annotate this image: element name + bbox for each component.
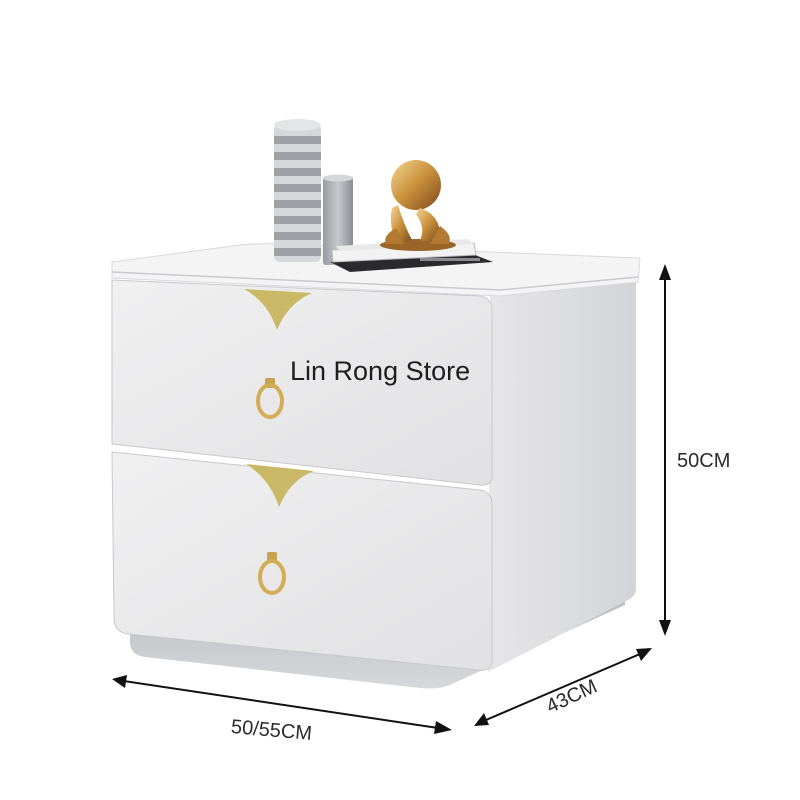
grey-vase (323, 174, 353, 265)
lower-drawer-notch (246, 464, 314, 507)
height-dimension-arrow (659, 264, 671, 636)
depth-dimension-arrow (474, 648, 652, 726)
height-dimension-label: 50CM (677, 450, 731, 472)
upper-drawer-notch (244, 289, 312, 330)
upper-drawer (111, 279, 493, 486)
lower-drawer (111, 451, 493, 671)
upper-drawer-ring-handle[interactable] (256, 378, 284, 419)
gold-thinker-sculpture (380, 160, 456, 251)
store-watermark: Lin Rong Store (290, 356, 471, 386)
striped-vase (274, 119, 321, 262)
cabinet-side (488, 278, 636, 672)
lower-drawer-ring-handle[interactable] (258, 552, 286, 595)
cabinet-top-edge (111, 271, 639, 291)
width-dimension-arrow (112, 675, 452, 734)
